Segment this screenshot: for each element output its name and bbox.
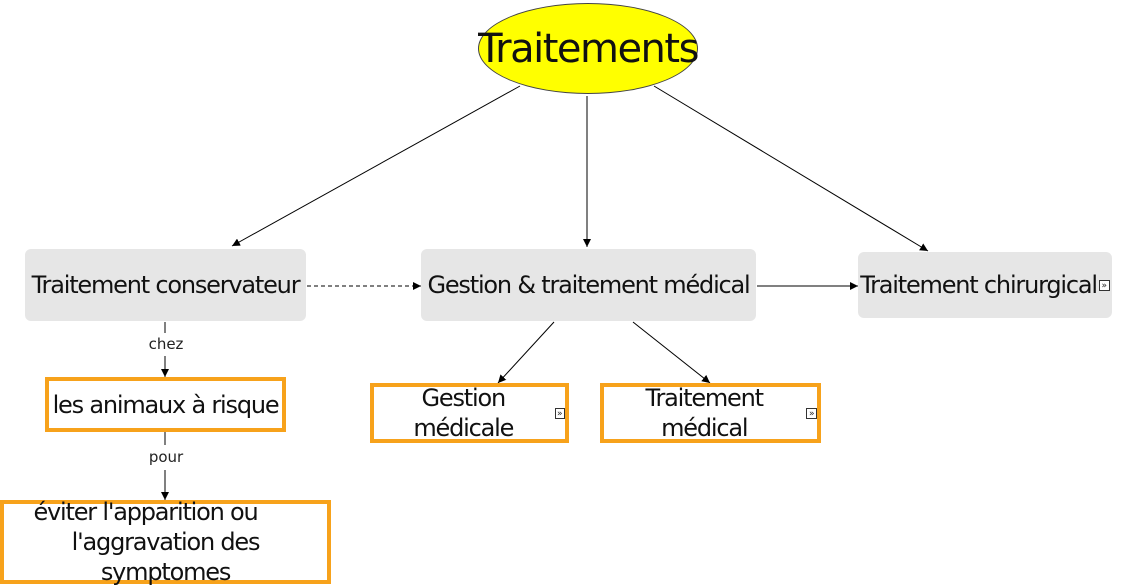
root-label: Traitements	[478, 25, 699, 72]
node-label-line1: éviter l'apparition ou	[33, 498, 258, 526]
node-traitement-medical[interactable]: Traitement médical »	[600, 383, 821, 443]
node-label: Traitement chirurgical	[860, 271, 1098, 299]
node-label: Gestion & traitement médical	[427, 271, 750, 299]
node-label: Traitement conservateur	[31, 271, 301, 299]
edge-label-chez: chez	[146, 335, 186, 353]
node-traitement-chirurgical[interactable]: Traitement chirurgical »	[858, 252, 1112, 318]
edge-root-chirurgical	[653, 85, 929, 252]
edge-label-pour: pour	[146, 448, 186, 466]
node-animaux-a-risque[interactable]: les animaux à risque	[45, 377, 286, 432]
link-icon[interactable]: »	[554, 407, 565, 419]
node-label: les animaux à risque	[52, 390, 280, 419]
node-gestion-medicale[interactable]: Gestion médicale »	[370, 383, 569, 443]
edge-gestion-traitementmedical	[632, 321, 711, 384]
edge-root-conservateur	[231, 85, 521, 247]
node-traitement-conservateur[interactable]: Traitement conservateur	[25, 249, 306, 321]
node-label-line2: l'aggravation des symptomes	[71, 528, 261, 586]
link-icon[interactable]: »	[806, 407, 817, 419]
node-eviter-apparition[interactable]: éviter l'apparition ou l'aggravation des…	[0, 498, 331, 586]
root-node-traitements[interactable]: Traitements	[478, 3, 699, 94]
link-icon[interactable]: »	[1098, 279, 1110, 291]
node-label: Gestion médicale	[413, 384, 514, 442]
node-label: Traitement médical	[645, 384, 765, 442]
edge-gestion-gestionmedicale	[497, 321, 555, 384]
node-gestion-traitement-medical[interactable]: Gestion & traitement médical	[421, 249, 756, 321]
